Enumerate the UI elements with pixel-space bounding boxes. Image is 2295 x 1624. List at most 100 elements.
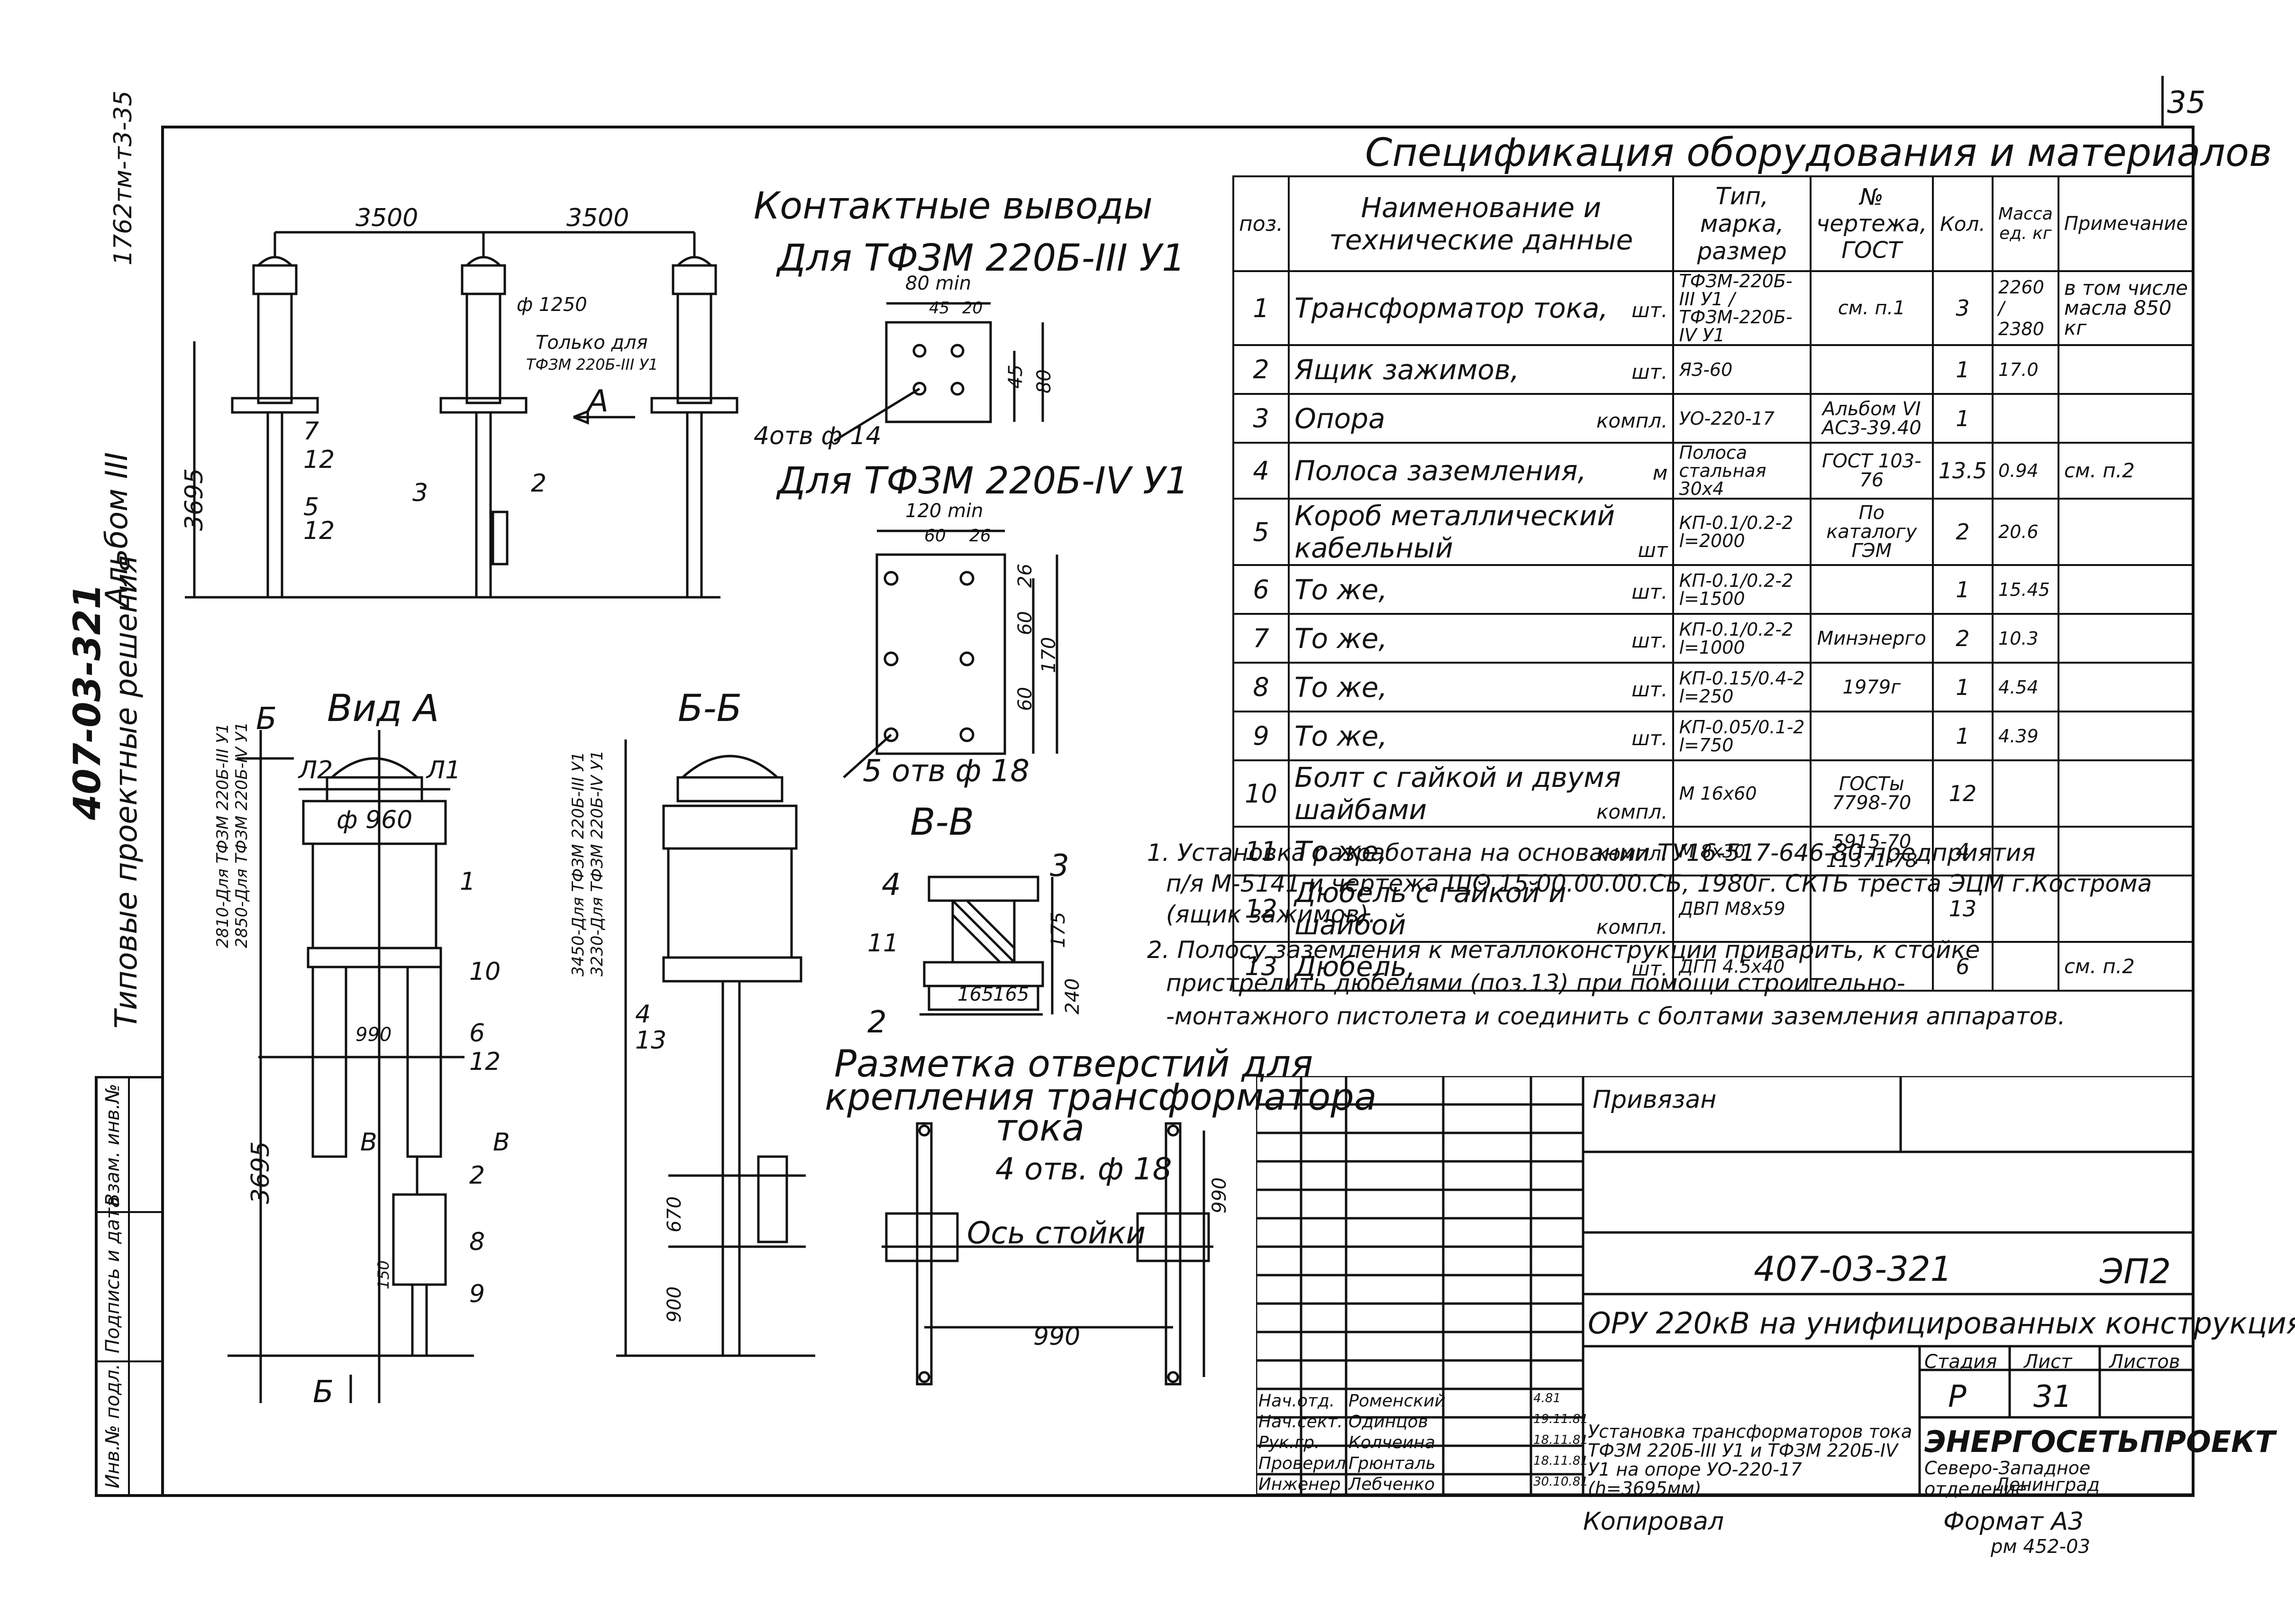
- marking-title-2: крепления трансформатора: [825, 1076, 1377, 1119]
- note-line-5: пристрелить дюбелями (поз.13) при помощи…: [1166, 969, 1905, 997]
- callout-12a: 12: [303, 446, 335, 474]
- spec-cell-pos: 12: [1232, 875, 1290, 943]
- view-a-callout-6: 6: [469, 1019, 485, 1048]
- spec-cell-doc: Минэнерго: [1809, 613, 1934, 664]
- spec-item-unit: шт.: [1631, 957, 1668, 980]
- section-vv-165b: 165: [993, 984, 1029, 1005]
- spec-cell-pos: 13: [1232, 941, 1290, 992]
- spec-cell-mass: 10.3: [1992, 613, 2059, 664]
- callout-7: 7: [303, 417, 319, 446]
- spec-cell-name: Короб металлический кабельный шт: [1288, 498, 1675, 566]
- spec-cell-doc: ГОСТы 7798-70: [1809, 759, 1934, 828]
- spec-cell-pos: 2: [1232, 344, 1290, 395]
- spec-cell-mass: 4.39: [1992, 711, 2059, 761]
- h170: 170: [1038, 637, 1060, 673]
- section-bb-callout-4: 4: [635, 1000, 651, 1029]
- role-date: 30.10.81: [1533, 1475, 1588, 1489]
- spec-item-unit: компл.: [1596, 915, 1668, 939]
- spec-cell-qty: 1: [1931, 662, 1994, 712]
- note-line-4: 2. Полосу заземления к металлоконструкци…: [1147, 936, 1980, 964]
- spec-cell-name: То же,шт.: [1288, 564, 1675, 615]
- sheet-box-left: [2161, 76, 2164, 128]
- spec-cell-doc: [1809, 711, 1934, 761]
- d26: 26: [969, 526, 991, 546]
- spec-h-name: Наименование и технические данные: [1288, 175, 1675, 272]
- role-name: Роменский: [1348, 1391, 1446, 1411]
- spec-cell-type: ТФЗМ-220Б-III У1 / ТФЗМ-220Б-IV У1: [1672, 270, 1812, 346]
- org-branch: Северо-Западное отделение: [1924, 1458, 2091, 1499]
- spec-item-unit: шт.: [1631, 677, 1668, 701]
- spec-cell-mass: [1992, 941, 2059, 992]
- spec-h-pos: поз.: [1232, 175, 1290, 272]
- marking-title-3: тока: [995, 1107, 1085, 1150]
- section-v-right: В: [493, 1128, 510, 1157]
- org-city: Ленинград: [1995, 1474, 2100, 1495]
- view-a-callout-9: 9: [469, 1280, 485, 1308]
- spec-cell-note: см. п.2: [2057, 941, 2195, 992]
- title-project: ОРУ 220кВ на унифицированных конструкция…: [1588, 1306, 2295, 1341]
- section-bb-title: Б-Б: [678, 687, 742, 730]
- holes-4x14: 4отв ф 14: [754, 422, 882, 450]
- d20: 20: [962, 299, 983, 318]
- spec-item-name: То же,: [1294, 835, 1387, 867]
- role-name: Грюнталь: [1348, 1454, 1436, 1473]
- spec-header-row: поз. Наименование и технические данные Т…: [1232, 175, 2195, 272]
- spec-item-unit: шт: [1638, 538, 1668, 562]
- top-transformer-left: [231, 232, 319, 597]
- holes-5x18: 5 отв ф 18: [863, 754, 1030, 789]
- spec-cell-doc: 1979г: [1809, 662, 1934, 712]
- contact-title: Контактные выводы: [754, 185, 1153, 228]
- spec-cell-qty: 1: [1931, 564, 1994, 615]
- spec-cell-pos: 5: [1232, 498, 1290, 566]
- stage-header: Стадия: [1924, 1351, 1997, 1373]
- spec-cell-qty: 1: [1931, 344, 1994, 395]
- role-name: Лебченко: [1348, 1475, 1435, 1494]
- spec-cell-note: [2057, 759, 2195, 828]
- spec-item-unit: м: [1652, 461, 1668, 484]
- spec-cell-pos: 7: [1232, 613, 1290, 664]
- h26: 26: [1014, 564, 1036, 588]
- spec-cell-note: [2057, 498, 2195, 566]
- l2-label: Л2: [299, 756, 333, 785]
- view-a-title: Вид А: [327, 687, 439, 730]
- spec-cell-note: [2057, 393, 2195, 444]
- title-block-grid: [1256, 1076, 2195, 1496]
- spec-h-qty: Кол.: [1931, 175, 1994, 272]
- note-line-3: (ящик зажимов).: [1166, 901, 1376, 928]
- contact-for-2: Для ТФЗМ 220Б-IV У1: [777, 460, 1189, 502]
- spec-table: поз. Наименование и технические данные Т…: [1232, 175, 2195, 992]
- section-vv-c2: 2: [867, 1005, 887, 1040]
- spec-cell-qty: 13.5: [1931, 442, 1994, 500]
- spec-cell-note: [2057, 613, 2195, 664]
- org-name: ЭНЕРГОСЕТЬПРОЕКТ: [1924, 1424, 2276, 1459]
- spec-cell-doc: [1809, 344, 1934, 395]
- spec-cell-mass: [1992, 875, 2059, 943]
- spec-item-unit: шт.: [1631, 299, 1668, 322]
- spec-cell-qty: 13: [1931, 875, 1994, 943]
- section-vv-c3: 3: [1050, 848, 1069, 884]
- view-a-callout-12: 12: [469, 1048, 501, 1076]
- callout-3: 3: [412, 479, 428, 507]
- spec-cell-doc: Альбом VI АСЗ-39.40: [1809, 393, 1934, 444]
- dim-3500-left: 3500: [355, 204, 419, 232]
- spec-cell-type: ДВП М8х59: [1672, 875, 1812, 943]
- spec-cell-qty: 4: [1931, 826, 1994, 876]
- spec-cell-doc: см. п.1: [1809, 270, 1934, 346]
- view-a-callout-10: 10: [469, 958, 501, 986]
- spec-item-name: Короб металлический кабельный: [1294, 500, 1615, 564]
- spec-item-unit: компл.: [1596, 841, 1668, 865]
- only-for-label: Только для: [536, 332, 648, 354]
- arrow-a-label: А: [588, 384, 609, 419]
- spec-cell-pos: 9: [1232, 711, 1290, 761]
- section-vv-240: 240: [1062, 978, 1084, 1014]
- section-vv-c4: 4: [882, 867, 901, 903]
- spec-cell-type: М 8х30: [1672, 826, 1812, 876]
